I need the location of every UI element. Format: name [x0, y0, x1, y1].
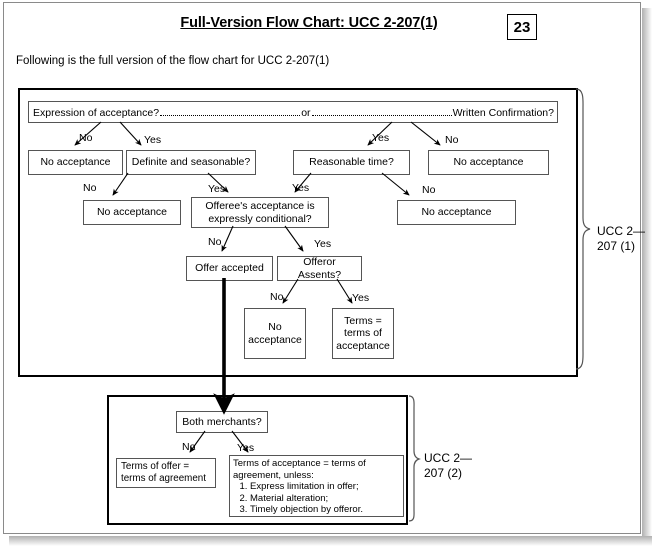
edge-label-reasonable-no: No	[422, 184, 436, 196]
document-frame: Full-Version Flow Chart: UCC 2-207(1) 23…	[3, 2, 645, 534]
edge-label-conditional-yes: Yes	[314, 238, 332, 250]
node-no-acceptance-5: No acceptance	[244, 308, 306, 359]
node-both-merchants: Both merchants?	[176, 411, 268, 433]
dot-leader-right	[311, 104, 452, 117]
edge-label-definite-no: No	[83, 182, 97, 194]
brace-label-ucc-1-line2: 207 (1)	[597, 239, 636, 253]
brace-label-ucc-2-207-1: UCC 2— 207 (1)	[597, 224, 645, 254]
exceptions-list: Express limitation in offer; Material al…	[233, 481, 400, 516]
edge-label-definite-yes: Yes	[208, 183, 226, 195]
node-terms-of-offer-equals-terms-of-agreement: Terms of offer = terms of agreement	[116, 458, 216, 488]
edge-label-assents-yes: Yes	[352, 292, 370, 304]
edge-label-top-no: No	[79, 132, 93, 144]
edge-label-top-no-right: No	[445, 134, 459, 146]
node-no-acceptance-2: No acceptance	[428, 150, 549, 175]
window-shadow-bottom	[9, 536, 652, 546]
node-definite-and-seasonable: Definite and seasonable?	[126, 150, 256, 175]
page-number-badge: 23	[507, 14, 537, 40]
dot-leader-left	[160, 104, 301, 117]
page-title: Full-Version Flow Chart: UCC 2-207(1)	[180, 15, 438, 31]
brace-label-ucc-1-line1: UCC 2—	[597, 224, 646, 238]
node-expression-of-acceptance: Expression of acceptance? or Written Con…	[28, 101, 558, 123]
node-label-mid: or	[301, 107, 311, 120]
exception-item-3: Timely objection by offeror.	[250, 504, 400, 516]
edge-label-reasonable-yes: Yes	[292, 182, 310, 194]
node-label-left: Expression of acceptance?	[33, 107, 160, 120]
node-no-acceptance-1: No acceptance	[28, 150, 123, 175]
exception-item-2: Material alteration;	[250, 493, 400, 505]
node-no-acceptance-4: No acceptance	[397, 200, 516, 225]
edge-label-merchants-no: No	[182, 441, 196, 453]
node-offer-accepted: Offer accepted	[186, 256, 273, 281]
node-label-right: Written Confirmation?	[452, 107, 554, 120]
node-offeror-assents: Offeror Assents?	[277, 256, 362, 281]
node-terms-of-acceptance-equals-terms-of-agreement: Terms of acceptance = terms of agreement…	[229, 455, 404, 517]
edge-label-top-yes-right: Yes	[372, 132, 390, 144]
brace-label-ucc-2-line2: 207 (2)	[424, 466, 463, 480]
edge-label-conditional-no: No	[208, 236, 222, 248]
node-terms-acceptance-header: Terms of acceptance = terms of agreement…	[233, 458, 366, 481]
edge-label-assents-no: No	[270, 291, 284, 303]
node-terms-equals-terms-of-acceptance: Terms = terms of acceptance	[332, 308, 394, 359]
exception-item-1: Express limitation in offer;	[250, 481, 400, 493]
node-reasonable-time: Reasonable time?	[293, 150, 410, 175]
brace-label-ucc-2-207-2: UCC 2— 207 (2)	[424, 451, 472, 481]
edge-label-merchants-yes: Yes	[237, 442, 255, 454]
brace-label-ucc-2-line1: UCC 2—	[424, 451, 473, 465]
page-subtitle: Following is the full version of the flo…	[16, 55, 330, 67]
window-shadow-right	[642, 8, 652, 541]
node-no-acceptance-3: No acceptance	[83, 200, 181, 225]
node-offeree-acceptance-expressly-conditional: Offeree's acceptance is expressly condit…	[191, 197, 329, 228]
edge-label-top-yes: Yes	[144, 134, 162, 146]
